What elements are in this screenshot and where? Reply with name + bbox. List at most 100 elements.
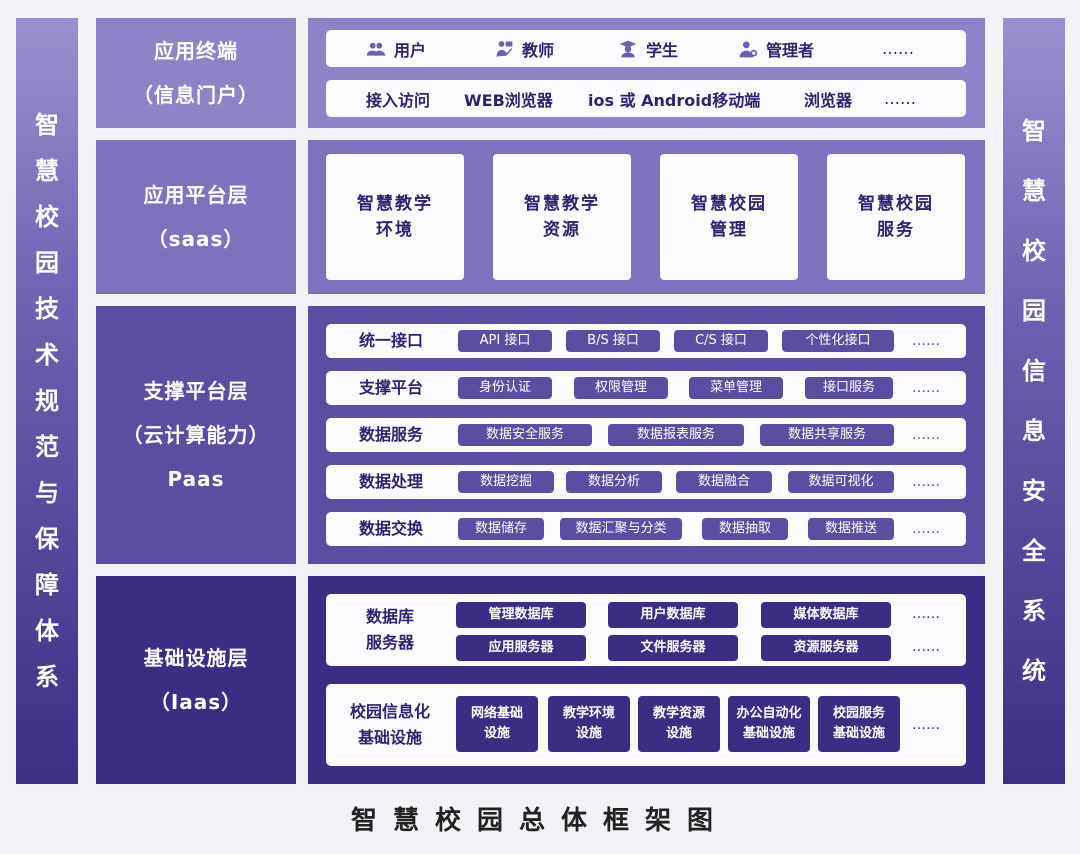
- app-card: 智慧校园服务: [827, 154, 965, 280]
- tile-line: 教学环境: [562, 706, 615, 721]
- support-pill: 数据可视化: [788, 471, 894, 493]
- support-row-title: 统一接口: [358, 331, 423, 350]
- tile-line: 设施: [483, 726, 510, 741]
- infra-db-title: 数据库 服务器: [326, 594, 454, 666]
- app-card: 智慧校园管理: [660, 154, 798, 280]
- infra-db-pill: 媒体数据库: [761, 602, 891, 628]
- layer-label-line: 基础设施层: [143, 646, 249, 670]
- side-left-char: 体: [35, 617, 59, 645]
- side-bar-security-system: 智 慧 校 园 信 息 安 全 系 统: [1003, 18, 1065, 784]
- infra-db-pill: 用户数据库: [608, 602, 738, 628]
- side-bar-tech-standards: 智 慧 校 园 技 术 规 范 与 保 障 体 系: [16, 18, 78, 784]
- tile-line: 基础设施: [742, 726, 795, 741]
- student-label: 学生: [646, 40, 679, 60]
- infra-db-more: ……: [912, 639, 940, 655]
- support-pill: 数据分析: [566, 471, 662, 493]
- support-more: ……: [912, 380, 940, 396]
- admin-label: 管理者: [766, 40, 815, 60]
- side-left-char: 术: [35, 341, 59, 369]
- app-card-line: 管理: [710, 220, 748, 240]
- layer-label-line: Paas: [167, 467, 225, 491]
- app-card: 智慧教学环境: [326, 154, 464, 280]
- layer-label-line: （Iaas）: [149, 690, 243, 714]
- tile-line: 设施: [665, 726, 692, 741]
- teacher-icon: [496, 40, 513, 56]
- users-icon: [366, 42, 386, 56]
- app-card-line: 智慧校园: [691, 194, 767, 214]
- terminal-access-row: 接入访问 WEB浏览器 ios 或 Android移动端 浏览器 ……: [326, 80, 966, 117]
- infra-campus-title: 校园信息化 基础设施: [326, 684, 454, 766]
- support-row-data-service: 数据服务 数据安全服务 数据报表服务 数据共享服务 ……: [326, 418, 966, 452]
- infra-db-pill: 文件服务器: [608, 635, 738, 661]
- infra-campus-tile: 网络基础设施: [456, 696, 538, 752]
- terminal-users-row: 用户 教师 学生 管理者 ……: [326, 30, 966, 67]
- infra-campus-tile: 校园服务基础设施: [818, 696, 900, 752]
- support-more: ……: [912, 474, 940, 490]
- side-left-char: 范: [35, 433, 59, 461]
- user-label: 用户: [394, 40, 427, 60]
- infra-campus-box: 校园信息化 基础设施 网络基础设施 教学环境设施 教学资源设施 办公自动化基础设…: [326, 684, 966, 766]
- infra-campus-title-line: 校园信息化: [349, 702, 430, 721]
- layer-label-line: （saas）: [147, 227, 245, 251]
- support-more: ……: [912, 521, 940, 537]
- tile-line: 基础设施: [832, 726, 885, 741]
- support-pill: 数据汇聚与分类: [560, 518, 682, 540]
- side-right-char: 智: [1022, 117, 1046, 145]
- side-left-char: 园: [35, 249, 59, 277]
- side-right-char: 慧: [1022, 177, 1046, 205]
- side-left-char: 慧: [35, 157, 59, 185]
- access-browser: 浏览器: [804, 90, 853, 110]
- side-left-char: 系: [35, 663, 59, 691]
- infra-db-more: ……: [912, 606, 940, 622]
- support-pill: 权限管理: [574, 377, 668, 399]
- teacher-entry: 教师: [494, 30, 554, 67]
- infra-db-pill: 资源服务器: [761, 635, 891, 661]
- infra-db-box: 数据库 服务器 管理数据库 用户数据库 媒体数据库 …… 应用服务器 文件服务器…: [326, 594, 966, 666]
- app-card-line: 服务: [877, 220, 915, 240]
- support-more: ……: [912, 427, 940, 443]
- support-pill: 身份认证: [458, 377, 552, 399]
- support-pill: C/S 接口: [674, 330, 768, 352]
- layer-label-line: （云计算能力）: [122, 423, 270, 447]
- side-right-char: 园: [1022, 297, 1046, 325]
- app-card-line: 智慧教学: [357, 194, 433, 214]
- support-pill: 数据安全服务: [458, 424, 592, 446]
- side-right-char: 安: [1022, 477, 1046, 505]
- layer-label-terminal: 应用终端 （信息门户）: [96, 18, 296, 128]
- side-left-char: 技: [35, 295, 59, 323]
- support-row-data-processing: 数据处理 数据挖掘 数据分析 数据融合 数据可视化 ……: [326, 465, 966, 499]
- infra-db-title-line: 数据库: [365, 607, 414, 626]
- side-left-char: 与: [35, 479, 59, 507]
- access-more: ……: [884, 89, 916, 108]
- layer-label-line: （信息门户）: [133, 83, 259, 107]
- side-right-char: 信: [1022, 357, 1046, 385]
- access-web: WEB浏览器: [464, 90, 553, 110]
- app-card-line: 环境: [376, 220, 414, 240]
- infra-campus-tile: 教学环境设施: [548, 696, 630, 752]
- support-pill: 数据融合: [676, 471, 772, 493]
- support-pill: 个性化接口: [782, 330, 894, 352]
- side-right-char: 系: [1022, 597, 1046, 625]
- teacher-label: 教师: [522, 40, 555, 60]
- student-icon: [619, 40, 637, 57]
- support-pill: 接口服务: [805, 377, 893, 399]
- side-left-char: 智: [35, 111, 59, 139]
- side-left-char: 保: [35, 525, 59, 553]
- app-card-line: 智慧教学: [524, 194, 600, 214]
- support-pill: 数据报表服务: [608, 424, 744, 446]
- infra-campus-title-line: 基础设施: [357, 728, 422, 747]
- support-row-title: 数据处理: [358, 472, 423, 491]
- infra-db-pill: 应用服务器: [456, 635, 586, 661]
- tile-line: 办公自动化: [736, 706, 802, 721]
- support-row-title: 支撑平台: [358, 378, 423, 397]
- side-right-char: 全: [1022, 537, 1046, 565]
- support-row-title: 数据服务: [358, 425, 423, 444]
- support-pill: 数据共享服务: [760, 424, 894, 446]
- tile-line: 教学资源: [652, 706, 705, 721]
- layer-label-line: 支撑平台层: [143, 379, 249, 403]
- support-row-platform: 支撑平台 身份认证 权限管理 菜单管理 接口服务 ……: [326, 371, 966, 405]
- layer-label-application: 应用平台层 （saas）: [96, 140, 296, 294]
- access-mobile: ios 或 Android移动端: [588, 90, 761, 110]
- student-entry: 学生: [618, 30, 678, 67]
- layer-label-line: 应用终端: [154, 39, 238, 63]
